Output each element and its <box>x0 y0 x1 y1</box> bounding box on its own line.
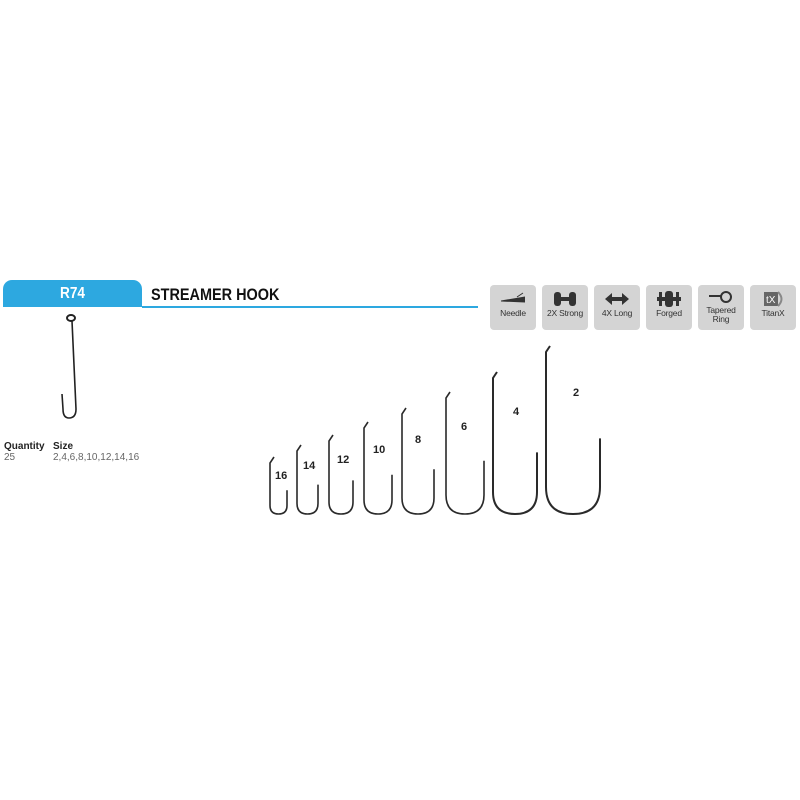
product-code-tab: R74 <box>3 280 142 307</box>
hook-size-label: 4 <box>513 406 520 418</box>
hook-size-2 <box>545 345 601 516</box>
titanx-icon: tX <box>764 291 783 307</box>
dumbbell-icon <box>554 292 576 306</box>
ring-icon <box>709 291 732 303</box>
hook-main-image <box>61 314 77 419</box>
hook-size-label: 8 <box>415 434 422 446</box>
hook-size-4 <box>492 371 538 516</box>
hook-size-6 <box>445 391 485 515</box>
feature-2x-strong: 2X Strong <box>542 285 588 330</box>
product-code: R74 <box>60 285 85 302</box>
svg-text:tX: tX <box>766 295 776 306</box>
size-value: 2,4,6,8,10,12,14,16 <box>53 452 140 463</box>
hook-size-label: 2 <box>573 387 580 399</box>
header-rule <box>142 306 478 308</box>
quantity-spec: Quantity 25 <box>4 441 45 463</box>
size-label: Size <box>53 441 74 452</box>
hook-size-label: 16 <box>275 470 288 482</box>
feature-4x-long: 4X Long <box>594 285 640 330</box>
size-spec: Size 2,4,6,8,10,12,14,16 <box>53 441 139 463</box>
hook-size-10 <box>363 421 393 515</box>
hook-size-12 <box>328 434 354 515</box>
forged-icon <box>657 291 681 307</box>
hook-size-16 <box>269 456 288 515</box>
feature-forged: Forged <box>646 285 692 330</box>
hook-size-label: 14 <box>303 460 316 472</box>
needle-icon <box>501 292 525 303</box>
feature-needle: Needle <box>490 285 536 330</box>
feature-tapered-ring: Tapered Ring <box>698 285 744 330</box>
double-arrow-icon <box>605 293 629 305</box>
quantity-label: Quantity <box>4 441 45 452</box>
hook-size-label: 10 <box>373 444 386 456</box>
hook-size-14 <box>296 444 319 515</box>
hook-size-label: 6 <box>461 421 468 433</box>
product-title: STREAMER HOOK <box>151 285 280 304</box>
hook-size-8 <box>401 407 435 515</box>
hook-size-label: 12 <box>337 454 350 466</box>
feature-titanx: tX TitanX <box>750 285 796 330</box>
quantity-value: 25 <box>4 452 16 463</box>
